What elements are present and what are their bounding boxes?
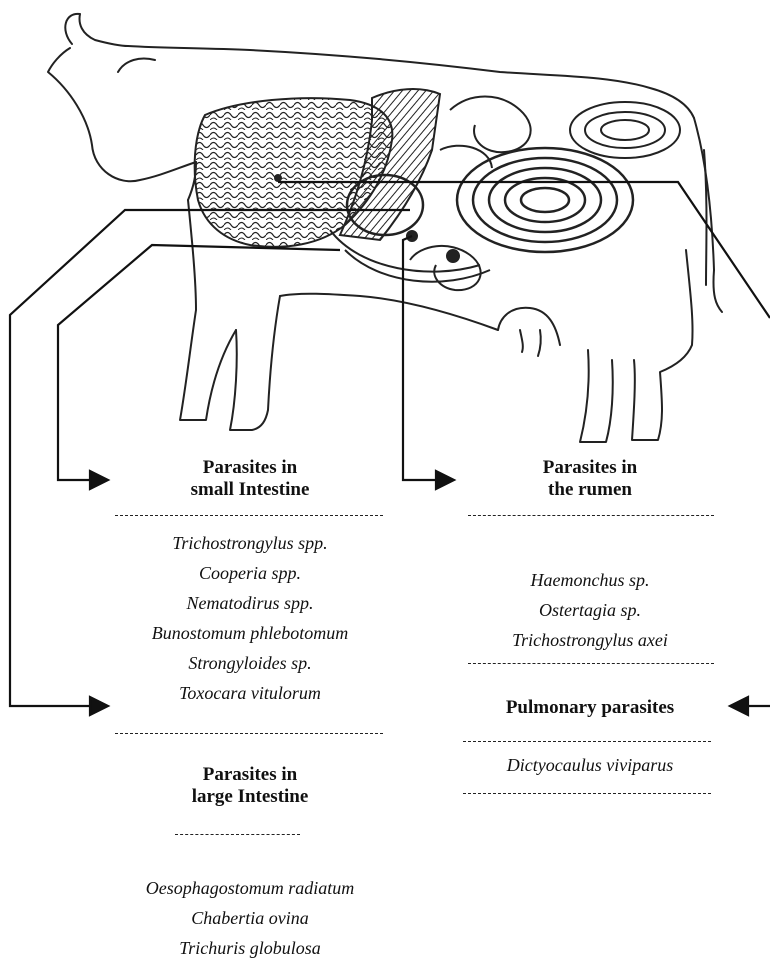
species-name: Oesophagostomum radiatum: [95, 873, 405, 903]
species-name: Haemonchus sp.: [455, 565, 725, 595]
large-intestine-title-line2: large Intestine: [120, 786, 380, 808]
large-intestine-species-list: Oesophagostomum radiatum Chabertia ovina…: [95, 873, 405, 963]
rumen-divider-bottom: [468, 663, 714, 664]
arrow-small-intestine: [58, 245, 340, 480]
species-name: Nematodirus spp.: [100, 588, 400, 618]
small-intestine-title: Parasites in small Intestine: [120, 457, 380, 501]
pulmonary-divider-bottom: [463, 793, 711, 794]
arrowhead: [90, 471, 108, 489]
organs: [195, 89, 680, 290]
pulmonary-divider-top: [463, 741, 711, 742]
species-name: Trichostrongylus spp.: [100, 528, 400, 558]
species-name: Cooperia spp.: [100, 558, 400, 588]
rumen-divider-top: [468, 515, 714, 516]
rumen-species-list: Haemonchus sp. Ostertagia sp. Trichostro…: [455, 565, 725, 655]
species-name: Trichuris globulosa: [95, 933, 405, 963]
species-name: Chabertia ovina: [95, 903, 405, 933]
small-intestine-divider-top: [115, 515, 383, 516]
arrowhead: [436, 471, 454, 489]
species-name: Strongyloides sp.: [100, 648, 400, 678]
pulmonary-title: Pulmonary parasites: [455, 697, 725, 719]
rumen-title-line2: the rumen: [470, 479, 710, 501]
species-name: Ostertagia sp.: [455, 595, 725, 625]
pulmonary-species-list: Dictyocaulus viviparus: [455, 750, 725, 780]
rumen-title: Parasites in the rumen: [470, 457, 710, 501]
species-name: Toxocara vitulorum: [100, 678, 400, 708]
small-intestine-species-list: Trichostrongylus spp. Cooperia spp. Nema…: [100, 528, 400, 708]
species-name: Trichostrongylus axei: [455, 625, 725, 655]
rumen-coil: [457, 148, 633, 252]
small-intestine-divider-bottom: [115, 733, 383, 734]
small-intestine-title-line1: Parasites in: [120, 457, 380, 479]
arrowhead: [730, 697, 748, 715]
large-intestine-title-line1: Parasites in: [120, 764, 380, 786]
large-intestine-divider: [175, 834, 300, 835]
rumen-title-line1: Parasites in: [470, 457, 710, 479]
species-name: Bunostomum phlebotomum: [100, 618, 400, 648]
small-intestine-title-line2: small Intestine: [120, 479, 380, 501]
large-intestine-title: Parasites in large Intestine: [120, 764, 380, 808]
species-name: Dictyocaulus viviparus: [455, 750, 725, 780]
